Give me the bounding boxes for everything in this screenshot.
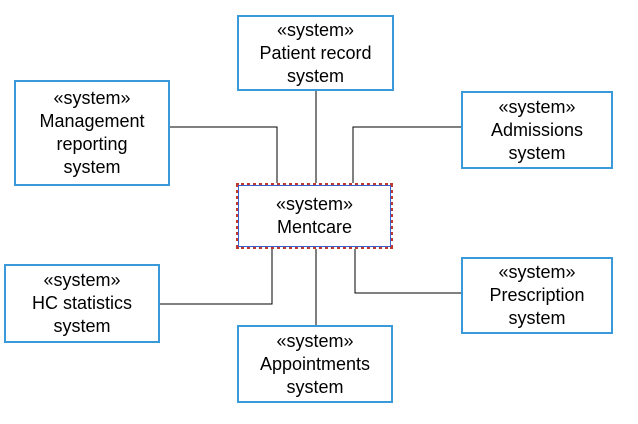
- system-name-line: HC statistics: [31, 293, 132, 313]
- central-system-name: Mentcare: [276, 217, 353, 237]
- central-system-mentcare: «system» Mentcare: [236, 183, 393, 249]
- system-box-prescription: «system» Prescription system: [461, 257, 613, 334]
- system-name-line: system: [286, 65, 344, 86]
- stereotype-label: «system»: [53, 88, 131, 108]
- stereotype-label: «system»: [43, 270, 121, 290]
- system-name-line: system: [508, 142, 566, 163]
- system-box-appointments: «system» Appointments system: [237, 325, 393, 403]
- system-name-line: system: [508, 308, 566, 328]
- connector-prescription: [354, 249, 461, 294]
- system-box-hc-statistics: «system» HC statistics system: [4, 264, 160, 343]
- connector-management-reporting: [170, 126, 278, 183]
- system-name-line: reporting: [56, 134, 128, 154]
- system-name-line: system: [63, 157, 121, 177]
- system-name-line: Admissions: [490, 119, 584, 140]
- system-name-line: Prescription: [489, 285, 585, 305]
- connector-admissions: [352, 126, 461, 183]
- system-box-patient-record: «system» Patient record system: [237, 15, 394, 91]
- stereotype-label: «system»: [498, 96, 576, 117]
- system-name-line: system: [53, 316, 111, 336]
- system-box-admissions: «system» Admissions system: [461, 91, 613, 169]
- connector-hc-statistics: [160, 249, 273, 305]
- system-name-line: system: [286, 376, 344, 397]
- stereotype-label: «system»: [276, 19, 355, 40]
- system-name-line: Appointments: [259, 353, 371, 374]
- stereotype-label: «system»: [276, 330, 354, 351]
- system-name-line: Management: [39, 111, 145, 131]
- system-box-management-reporting: «system» Management reporting system: [14, 80, 170, 186]
- stereotype-label: «system»: [275, 194, 354, 214]
- stereotype-label: «system»: [498, 262, 576, 282]
- system-name-line: Patient record: [259, 42, 372, 63]
